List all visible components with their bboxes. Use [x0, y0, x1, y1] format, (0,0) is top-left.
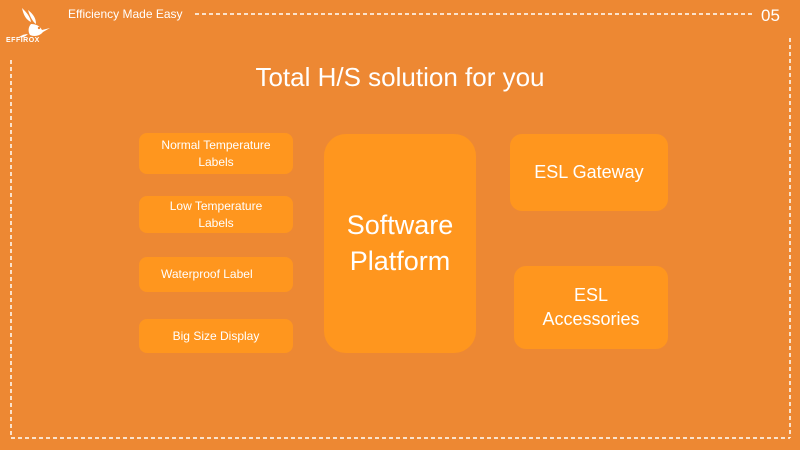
esl-accessories-box: ESL Accessories [514, 266, 668, 349]
logo-text: EFFIROX [6, 37, 40, 44]
label-box-waterproof: Waterproof Label [139, 257, 293, 292]
page-number: 05 [761, 6, 780, 25]
software-platform-text: Software Platform [346, 210, 454, 276]
label-text: Normal Temperature Labels [161, 138, 271, 169]
label-box-low-temperature: Low Temperature Labels [139, 196, 293, 233]
label-text: Waterproof Label [161, 267, 253, 282]
label-box-normal-temperature: Normal Temperature Labels [139, 133, 293, 174]
label-text: Low Temperature Labels [169, 199, 263, 230]
software-platform-box: Software Platform [324, 134, 476, 353]
label-box-big-size-display: Big Size Display [139, 319, 293, 353]
tagline: Efficiency Made Easy [68, 7, 183, 21]
esl-accessories-text: ESL Accessories [542, 285, 640, 329]
hummingbird-logo-icon [19, 8, 50, 38]
esl-gateway-box: ESL Gateway [510, 134, 668, 211]
label-text: Big Size Display [172, 328, 260, 343]
esl-gateway-text: ESL Gateway [534, 161, 644, 182]
slide-title: Total H/S solution for you [255, 62, 545, 92]
